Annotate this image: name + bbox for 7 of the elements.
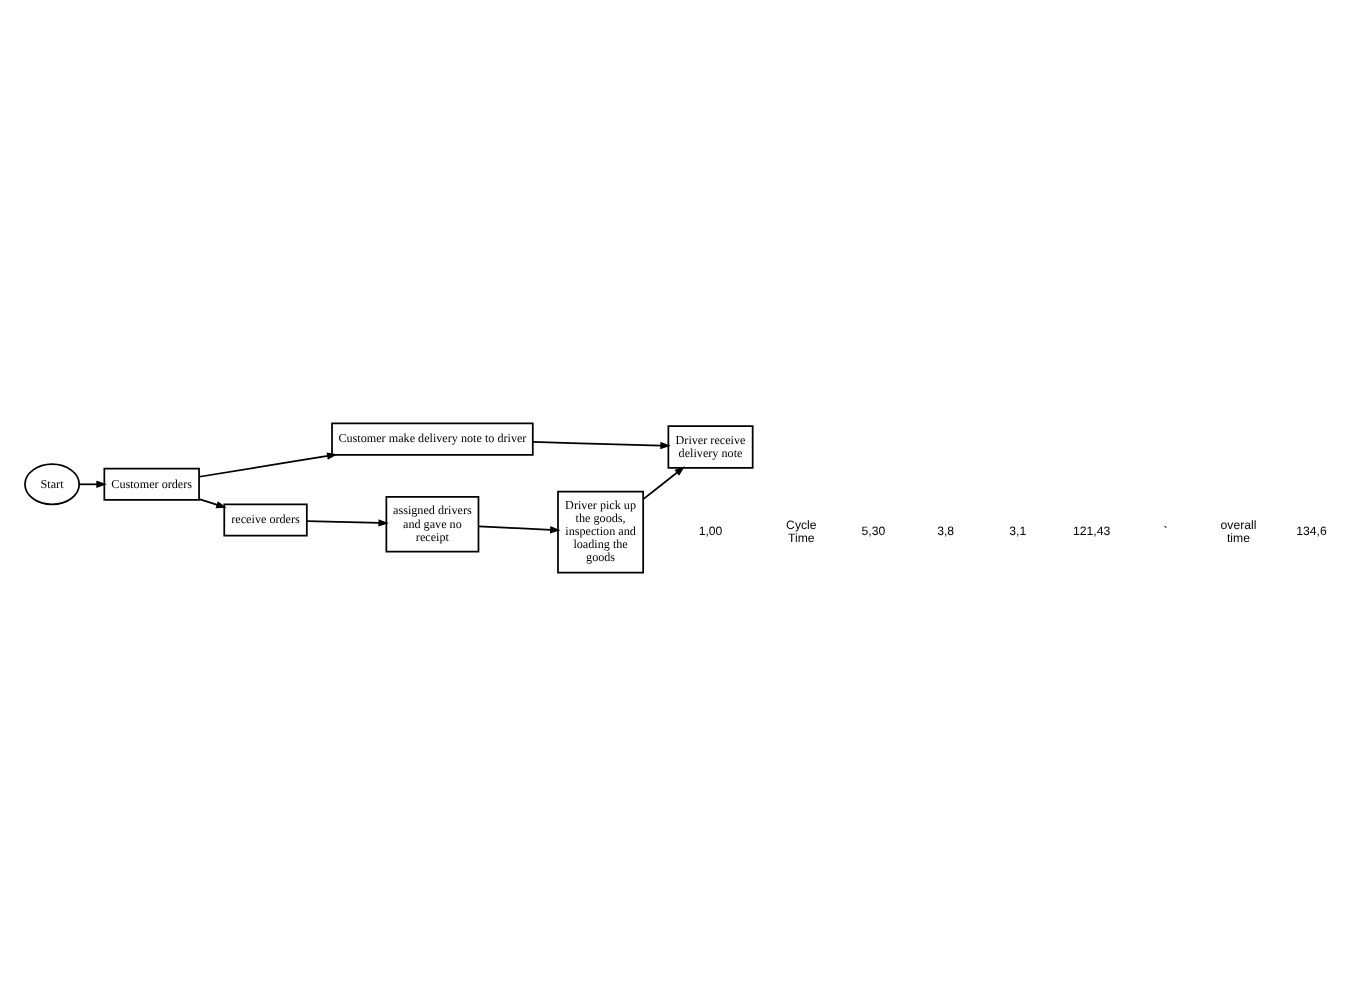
arrow [198, 451, 338, 477]
arrow [306, 518, 389, 526]
arrow [477, 524, 561, 533]
arrow [532, 440, 671, 449]
arrow [198, 497, 227, 508]
arrow [642, 465, 685, 500]
arrow [78, 479, 107, 487]
